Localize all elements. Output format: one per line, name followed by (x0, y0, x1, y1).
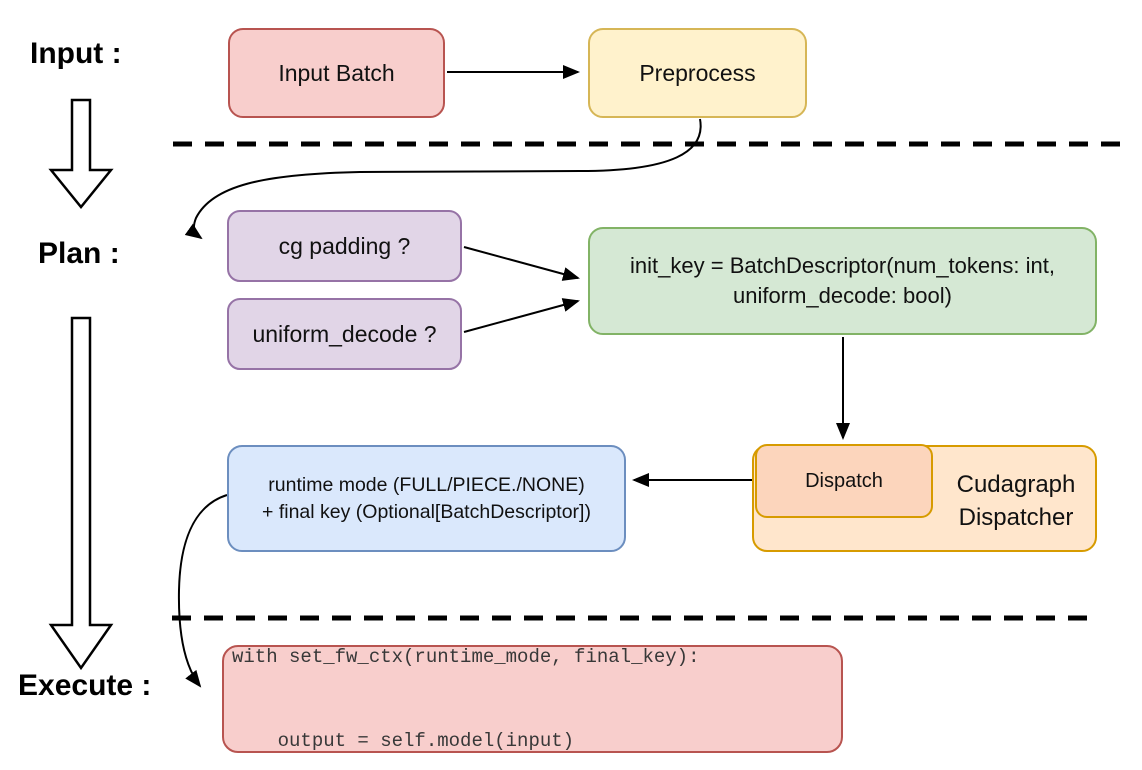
node-uniform-decode: uniform_decode ? (227, 298, 462, 370)
node-init-key: init_key = BatchDescriptor(num_tokens: i… (588, 227, 1097, 335)
node-input-batch: Input Batch (228, 28, 445, 118)
node-runtime-mode-result: runtime mode (FULL/PIECE./NONE) + final … (227, 445, 626, 552)
node-dispatch-label: Dispatch (805, 469, 883, 492)
node-cg-padding: cg padding ? (227, 210, 462, 282)
stage-label-execute: Execute : (18, 669, 152, 702)
connector-cgpadding-initkey (463, 246, 580, 281)
node-uniform-decode-label: uniform_decode ? (252, 320, 437, 347)
node-runtime-line2: + final key (Optional[BatchDescriptor]) (262, 500, 591, 523)
stage-label-plan: Plan : (38, 237, 120, 270)
node-cudagraph-dispatcher-label: Cudagraph Dispatcher (938, 468, 1094, 534)
connector-uniformdecode-initkey (463, 298, 580, 333)
connector-runtime-executecode (177, 494, 228, 688)
stage-label-input: Input : (30, 37, 122, 70)
execute-code-block: with set_fw_ctx(runtime_mode, final_key)… (224, 587, 699, 770)
cudagraph-label-line2: Dispatcher (958, 504, 1074, 531)
input-to-plan-arrow (48, 98, 114, 209)
execute-code-line1: with set_fw_ctx(runtime_mode, final_key)… (232, 646, 700, 668)
node-input-batch-label: Input Batch (278, 59, 395, 86)
plan-to-execute-arrow (48, 316, 114, 671)
cudagraph-label-line1: Cudagraph (956, 471, 1076, 498)
node-preprocess-label: Preprocess (639, 59, 756, 86)
node-dispatch: Dispatch (755, 444, 933, 518)
node-runtime-line1: runtime mode (FULL/PIECE./NONE) (268, 473, 585, 496)
node-init-key-line2: uniform_decode: bool) (733, 283, 952, 308)
node-cg-padding-label: cg padding ? (278, 232, 411, 259)
node-execute-code: with set_fw_ctx(runtime_mode, final_key)… (222, 645, 843, 753)
node-preprocess: Preprocess (588, 28, 807, 118)
execute-code-line2: output = self.model(input) (232, 730, 575, 752)
node-init-key-line1: init_key = BatchDescriptor(num_tokens: i… (630, 253, 1055, 278)
